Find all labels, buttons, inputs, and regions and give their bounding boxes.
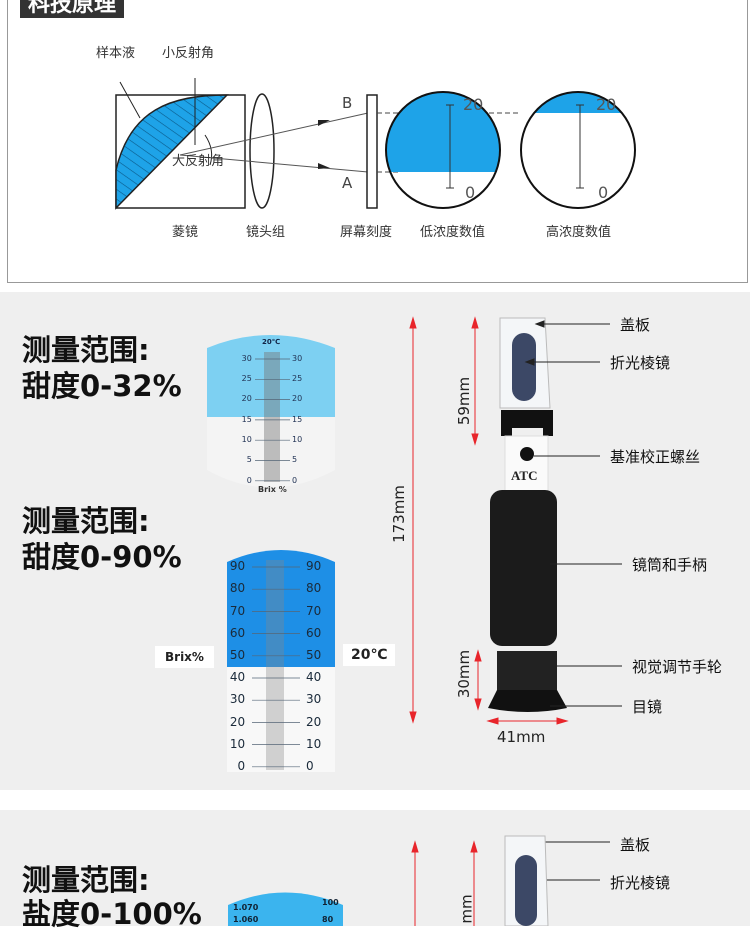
scale-tick-label: 50 bbox=[306, 648, 322, 662]
range-heading: 测量范围: bbox=[22, 504, 150, 538]
scale-tick-label: 70 bbox=[229, 603, 246, 618]
scale1-blue bbox=[207, 335, 335, 417]
scale-tick-label: 0 bbox=[306, 759, 314, 773]
scale-tick-label: 50 bbox=[229, 648, 246, 662]
part-label-prism: 折光棱镜 bbox=[610, 354, 671, 372]
range-sugar-90: 甜度0-90% bbox=[22, 540, 182, 574]
high-scale-top: 20 bbox=[596, 95, 617, 114]
scale-tick-label: 20 bbox=[229, 714, 246, 729]
salinity-tick-label: 80 bbox=[322, 915, 334, 924]
sample-liquid bbox=[115, 94, 229, 210]
scale-tick-label: 40 bbox=[229, 670, 246, 685]
scale-tick-label: 90 bbox=[229, 559, 246, 574]
part-label-calibration-screw: 基准校正螺丝 bbox=[610, 448, 701, 466]
scale-tick-label: 25 bbox=[292, 374, 303, 384]
scale-tick-label: 70 bbox=[306, 603, 322, 618]
point-a-label: A bbox=[342, 174, 353, 192]
atc-mark: ATC bbox=[511, 468, 538, 483]
principle-title: 科技原理 bbox=[20, 0, 125, 18]
scale-tick-label: 90 bbox=[306, 559, 322, 574]
scale-tick-label: 25 bbox=[241, 374, 252, 384]
lens-group-label: 镜头组 bbox=[246, 225, 286, 240]
optics-diagram bbox=[115, 78, 636, 210]
part-label-eyepiece: 目镜 bbox=[632, 698, 663, 716]
scale3-blue bbox=[228, 892, 343, 926]
scale-tick-label: 0 bbox=[292, 475, 298, 485]
salinity-tick-label: 100 bbox=[322, 898, 339, 907]
scale1-temp: 20℃ bbox=[262, 338, 281, 346]
eyepiece bbox=[488, 690, 567, 712]
scale-tick-label: 5 bbox=[292, 455, 298, 465]
scale-tick-label: 80 bbox=[229, 581, 246, 596]
scale-tick-label: 10 bbox=[241, 435, 252, 444]
scale-tick-label: 30 bbox=[241, 353, 252, 363]
part-label-cover: 盖板 bbox=[620, 316, 651, 334]
scale-tick-label: 80 bbox=[306, 581, 322, 596]
screen-scale-label: 屏幕刻度 bbox=[340, 225, 393, 240]
lens bbox=[249, 93, 275, 209]
range-salt: 盐度0-100% bbox=[22, 897, 202, 931]
scale2-blue bbox=[227, 550, 335, 667]
low-value-label: 低浓度数值 bbox=[420, 225, 486, 240]
high-scale-bottom: 0 bbox=[598, 183, 609, 202]
prism-glass bbox=[512, 333, 536, 401]
temperature-tag: 20℃ bbox=[343, 644, 396, 666]
calibration-screw bbox=[520, 447, 534, 461]
point-b-label: B bbox=[342, 94, 353, 112]
hinge bbox=[501, 410, 553, 436]
total-length-label: 173mm bbox=[389, 485, 408, 543]
scale-tick-label: 10 bbox=[292, 435, 303, 444]
part-label-body-handle: 镜筒和手柄 bbox=[632, 556, 708, 574]
scale-tick-label: 20 bbox=[306, 714, 322, 729]
scale-tick-label: 30 bbox=[306, 692, 322, 707]
small-angle-label: 小反射角 bbox=[162, 46, 215, 61]
prism-label: 菱镜 bbox=[172, 225, 199, 240]
scale-tick-label: 10 bbox=[229, 736, 246, 751]
scale-tick-label: 60 bbox=[306, 625, 322, 640]
scale-tick-label: 15 bbox=[292, 414, 303, 424]
grip bbox=[490, 490, 557, 646]
scale-tick-label: 30 bbox=[292, 353, 303, 363]
width-label: 41mm bbox=[497, 728, 546, 746]
focus-ring bbox=[497, 651, 557, 691]
prism-glass-2 bbox=[515, 855, 537, 926]
scale-tick-label: 60 bbox=[229, 625, 246, 640]
low-scale-top: 20 bbox=[463, 95, 484, 114]
part-label-cover: 盖板 bbox=[620, 836, 651, 854]
scale1-unit: Brix % bbox=[258, 485, 287, 494]
part-label-focus-wheel: 视觉调节手轮 bbox=[632, 658, 723, 676]
range-sugar-32: 甜度0-32% bbox=[22, 369, 182, 403]
part-label-prism: 折光棱镜 bbox=[610, 874, 671, 892]
scale-tick-label: 30 bbox=[229, 692, 246, 707]
eyepiece-length-label: 30mm bbox=[455, 649, 474, 699]
sample-liquid-label: 样本液 bbox=[96, 46, 136, 61]
scale-tick-label: 40 bbox=[306, 670, 322, 685]
high-value-view bbox=[520, 91, 636, 209]
brix-tag: Brix% bbox=[155, 646, 214, 668]
scale-tick-label: 20 bbox=[292, 394, 303, 404]
scale-tick-label: 15 bbox=[241, 414, 252, 424]
range-heading: 测量范围: bbox=[22, 863, 150, 897]
sg-tick-label: 1.070 bbox=[233, 903, 259, 912]
scale-tick-label: 10 bbox=[306, 736, 322, 751]
range-heading: 测量范围: bbox=[22, 333, 150, 367]
prism-length-label-2: mm bbox=[457, 894, 476, 924]
screen bbox=[366, 94, 378, 209]
low-value-view bbox=[385, 91, 501, 209]
scale-tick-label: 0 bbox=[246, 475, 252, 485]
scale-tick-label: 5 bbox=[246, 455, 252, 465]
high-value-label: 高浓度数值 bbox=[546, 225, 612, 240]
prism-length-label: 59mm bbox=[455, 376, 474, 426]
low-scale-bottom: 0 bbox=[465, 183, 476, 202]
refractometer bbox=[488, 317, 567, 712]
large-angle-label: 大反射角 bbox=[172, 154, 225, 169]
scale-tick-label: 0 bbox=[237, 759, 246, 773]
product-panel-sugar bbox=[0, 292, 750, 790]
scale-tick-label: 20 bbox=[241, 394, 252, 404]
sg-tick-label: 1.060 bbox=[233, 915, 259, 924]
